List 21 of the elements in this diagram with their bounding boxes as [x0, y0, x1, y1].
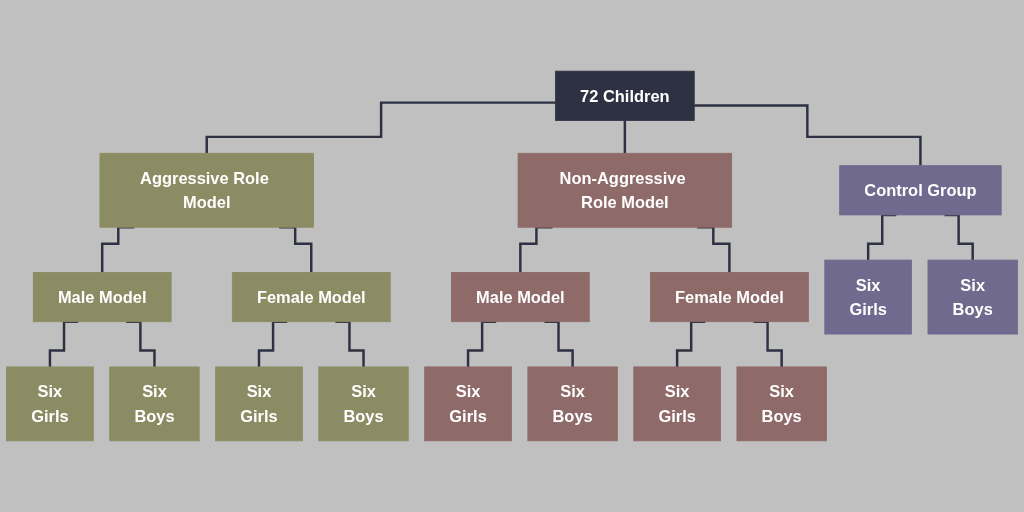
node-box: Control Group: [839, 165, 1002, 216]
node-box: Six Girls: [215, 366, 303, 442]
node-box: Female Model: [231, 272, 391, 323]
node-box: Six Boys: [527, 366, 618, 442]
node-box: Aggressive Role Model: [99, 152, 314, 228]
node-box: Six Girls: [824, 259, 912, 335]
node-box: Six Girls: [6, 366, 94, 442]
node-box: Male Model: [451, 272, 590, 323]
node-box: Six Boys: [318, 366, 409, 442]
node-box: 72 Children: [555, 70, 695, 121]
node-box: Six Girls: [633, 366, 721, 442]
node-box: Six Boys: [927, 259, 1018, 335]
node-box: Male Model: [32, 272, 172, 323]
node-box: Non-Aggressive Role Model: [517, 152, 733, 228]
node-box: Female Model: [650, 272, 809, 323]
node-box: Six Boys: [109, 366, 200, 442]
connector: [694, 104, 922, 167]
node-box: Six Girls: [424, 366, 512, 442]
connector: [623, 119, 627, 155]
node-box: Six Boys: [736, 366, 827, 442]
connector: [205, 101, 556, 155]
